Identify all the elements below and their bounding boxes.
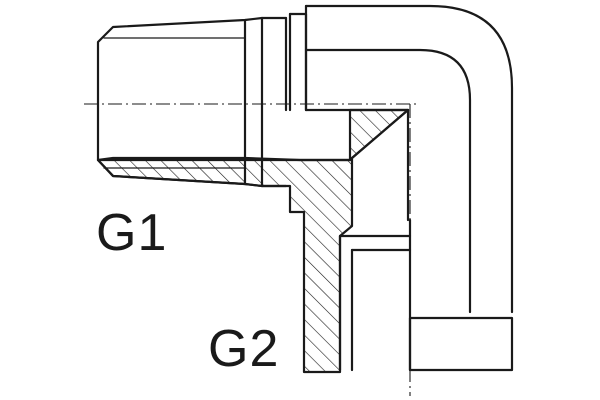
collar xyxy=(284,12,308,112)
label-g2: G2 xyxy=(208,320,280,378)
label-g1: G1 xyxy=(96,204,168,262)
elbow-body xyxy=(304,4,514,314)
bore-lines xyxy=(304,108,410,222)
port-g2 xyxy=(338,218,514,372)
section-cut xyxy=(96,108,410,374)
